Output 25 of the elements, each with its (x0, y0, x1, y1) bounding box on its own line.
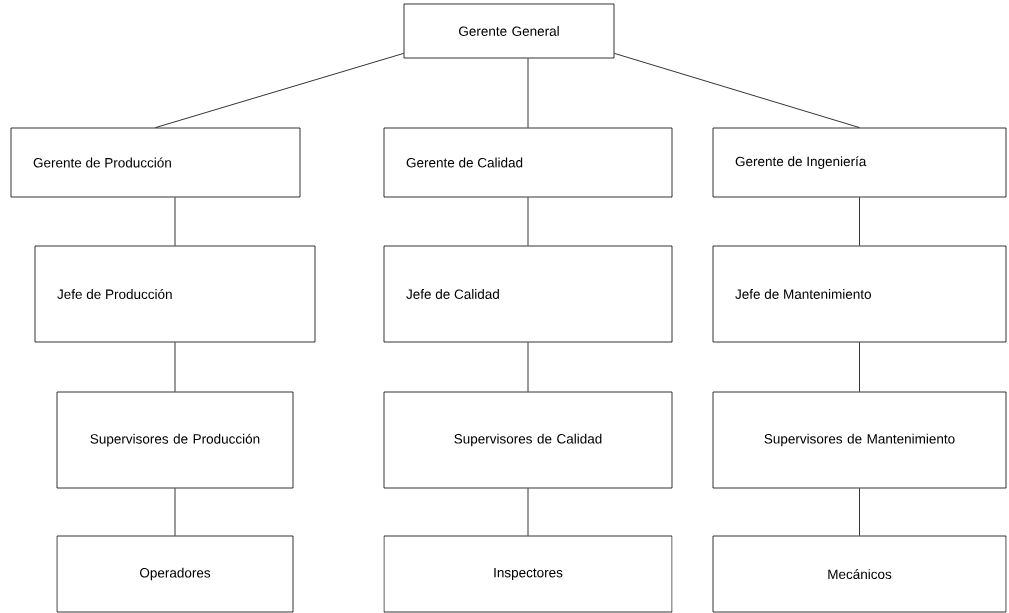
org-box: Jefe de Mantenimiento (712, 245, 1007, 343)
org-box: Gerente de Ingeniería (712, 127, 1007, 198)
connector-line (859, 488, 860, 536)
org-box: Gerente de Calidad (383, 127, 673, 198)
connector-line (527, 488, 529, 536)
connector-line (174, 488, 176, 536)
connector-line (174, 197, 176, 246)
connector-line (155, 53, 404, 128)
connector-line (174, 342, 176, 392)
org-box: Gerente General (403, 3, 615, 59)
org-box: Inspectores (383, 535, 673, 613)
connector-line (527, 58, 529, 128)
org-box: Operadores (56, 535, 294, 613)
connector-line (614, 53, 860, 128)
connector-line (859, 342, 860, 392)
connector-line (527, 197, 529, 246)
org-box: Supervisores de Mantenimiento (712, 391, 1007, 489)
connector-line (859, 197, 860, 246)
connector-line (527, 342, 529, 392)
org-box: Supervisores de Calidad (383, 391, 673, 489)
org-box: Gerente de Producción (10, 127, 301, 198)
org-box: Jefe de Calidad (383, 245, 673, 343)
org-box: Mecánicos (712, 535, 1007, 613)
org-box: Jefe de Producción (34, 245, 316, 343)
org-box: Supervisores de Producción (56, 391, 294, 489)
